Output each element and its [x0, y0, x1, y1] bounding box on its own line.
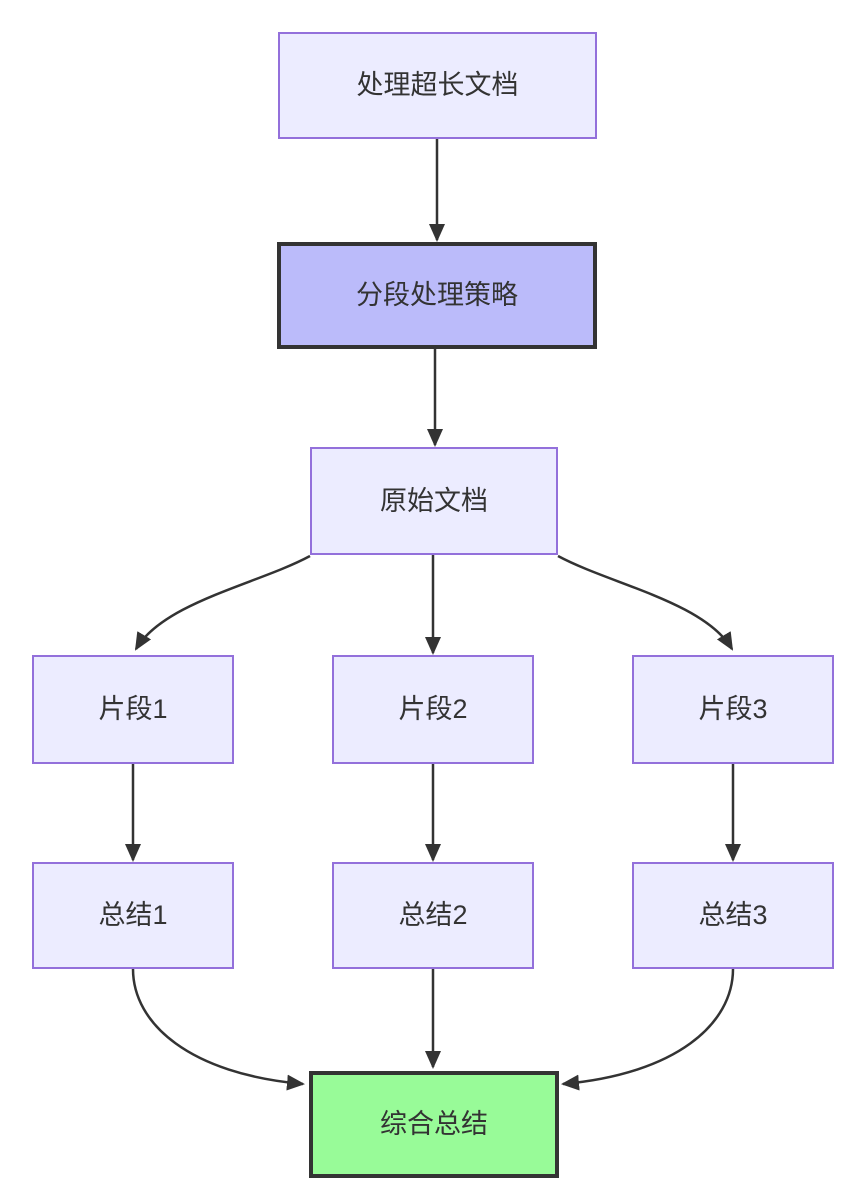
- node-chunk-2-label: 片段2: [398, 694, 468, 725]
- node-chunk-2: 片段2: [332, 655, 534, 764]
- node-sum-2: 总结2: [332, 862, 534, 969]
- edge-doc-chunk1: [134, 554, 311, 651]
- edge-sum1-final: [131, 968, 305, 1091]
- node-start-label: 处理超长文档: [356, 70, 519, 101]
- edge-doc-chunk3: [557, 554, 734, 651]
- node-sum-3-label: 总结3: [698, 900, 768, 931]
- node-strategy-label: 分段处理策略: [356, 280, 518, 311]
- node-doc-label: 原始文档: [380, 485, 488, 516]
- node-final: 综合总结: [309, 1071, 559, 1178]
- edge-sum3-final: [561, 968, 735, 1091]
- node-sum-3: 总结3: [632, 862, 834, 969]
- node-chunk-1: 片段1: [32, 655, 234, 764]
- node-sum-1-label: 总结1: [98, 900, 168, 931]
- node-chunk-3-label: 片段3: [698, 694, 768, 725]
- node-doc: 原始文档: [310, 447, 558, 555]
- node-chunk-1-label: 片段1: [98, 694, 168, 725]
- node-strategy: 分段处理策略: [277, 242, 597, 349]
- node-final-label: 综合总结: [380, 1109, 488, 1140]
- node-chunk-3: 片段3: [632, 655, 834, 764]
- node-sum-2-label: 总结2: [398, 900, 468, 931]
- node-sum-1: 总结1: [32, 862, 234, 969]
- node-start: 处理超长文档: [278, 32, 597, 139]
